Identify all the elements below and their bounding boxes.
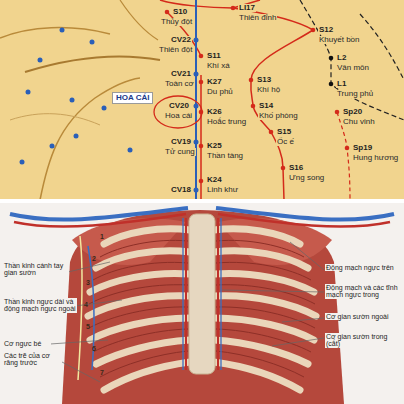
- neck-outline: [120, 0, 158, 40]
- point-code: CV21: [170, 70, 192, 78]
- internal-thoracic-artery: [217, 218, 219, 370]
- point-name: Khí hộ: [256, 86, 281, 94]
- callout-number: 4: [84, 301, 88, 308]
- callout-number: 3: [86, 279, 90, 286]
- point-name: Hoắc trung: [206, 118, 247, 126]
- point-code: L2: [336, 54, 347, 62]
- point-name: Thần tàng: [206, 152, 244, 160]
- subclavian-artery: [218, 214, 390, 227]
- point-name: Trung phủ: [336, 90, 374, 98]
- nerve: [78, 236, 82, 380]
- part-label: Cơ ngực bé: [3, 340, 51, 347]
- callout-number: 6: [92, 345, 96, 352]
- point-code: S12: [318, 26, 334, 34]
- point-name: Khuyết bồn: [318, 36, 360, 44]
- part-label: Các trẽ của cơ răng trước: [3, 352, 61, 367]
- point-name: Linh khư: [206, 186, 239, 194]
- point-code: S15: [276, 128, 292, 136]
- separator: [0, 199, 404, 203]
- point-code: K27: [206, 78, 223, 86]
- point-code: L1: [336, 80, 347, 88]
- point-code: K25: [206, 142, 223, 150]
- point-code: S14: [258, 102, 274, 110]
- point-name: Thiên đột: [158, 46, 193, 54]
- part-label: Cơ gian sườn ngoài: [325, 313, 401, 320]
- point-name: Thủy đột: [160, 18, 193, 26]
- chart-ground: [0, 0, 404, 200]
- point-code: Sp19: [352, 144, 373, 152]
- point-name: Hoa cái: [164, 112, 193, 120]
- conception-vessel: [195, 0, 197, 200]
- point-code: K24: [206, 176, 223, 184]
- point-code: CV22: [170, 36, 192, 44]
- highlight-label: HOA CÁI: [112, 92, 153, 104]
- part-label: Cơ gian sườn trong (cắt): [325, 333, 401, 348]
- point-name: Tử cung: [164, 148, 196, 156]
- body-outline: [10, 114, 100, 125]
- lung-points: [329, 56, 334, 87]
- point-name: Khố phòng: [258, 112, 299, 120]
- point-code: Sp20: [342, 108, 363, 116]
- point-code: S11: [206, 52, 222, 60]
- stomach-meridian: [233, 8, 313, 200]
- point-code: LI17: [238, 4, 256, 12]
- leader-lines: [50, 242, 324, 382]
- callout-number: 2: [92, 255, 96, 262]
- highlight-ellipse: [154, 96, 202, 128]
- anatomy-ground: [0, 203, 404, 404]
- acupoint-dots: [165, 6, 350, 184]
- point-code: S10: [172, 8, 188, 16]
- point-code: S16: [288, 164, 304, 172]
- internal-thoracic-artery: [185, 218, 187, 370]
- point-code: K26: [206, 108, 223, 116]
- part-label: Thần kinh cánh tay gian sườn: [3, 262, 69, 277]
- point-name: Du phủ: [206, 88, 234, 96]
- point-name: Vân môn: [336, 64, 370, 72]
- subclavian-artery: [14, 214, 186, 227]
- shoulder-outline: [0, 28, 110, 38]
- point-name: Ưng song: [288, 174, 325, 182]
- point-code: CV18: [170, 186, 192, 194]
- callout-number: 5: [86, 323, 90, 330]
- point-name: Ốc ế: [276, 138, 295, 146]
- callout-number: 7: [100, 369, 104, 376]
- point-name: Thiên đỉnh: [238, 14, 277, 22]
- blue-points: [20, 28, 199, 193]
- point-name: Khí xá: [206, 62, 231, 70]
- point-name: Toàn cơ: [164, 80, 195, 88]
- point-name: Chu vinh: [342, 118, 376, 126]
- torso: [62, 210, 344, 404]
- part-label: Thần kinh ngực dài và động mạch ngực ngo…: [3, 298, 77, 313]
- point-name: Hung hương: [352, 154, 399, 162]
- point-code: S13: [256, 76, 272, 84]
- part-label: Động mạch ngực trên: [325, 264, 401, 271]
- callout-number: 1: [100, 233, 104, 240]
- sternum: [189, 214, 215, 374]
- lung-meridian: [300, 0, 404, 120]
- internal-thoracic-vein: [183, 218, 221, 370]
- part-label: Động mạch và các tĩnh mạch ngực trong: [325, 284, 401, 299]
- clavicle: [25, 56, 160, 72]
- point-code: CV20: [168, 102, 190, 110]
- point-code: CV19: [170, 138, 192, 146]
